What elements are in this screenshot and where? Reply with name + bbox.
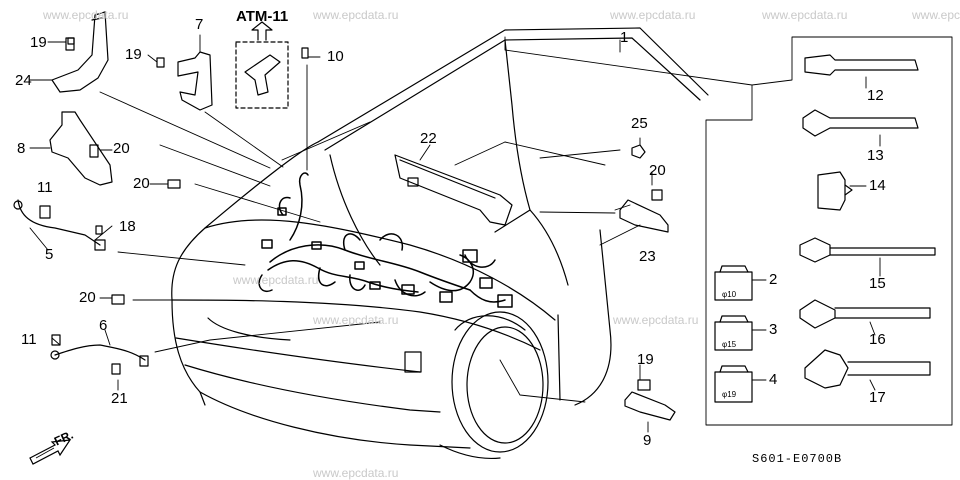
ground-cable-6 [50, 334, 149, 375]
callout-16: 16 [869, 331, 886, 348]
callout-6: 6 [99, 317, 108, 334]
callout-11b: 11 [21, 331, 37, 348]
front-arrow-icon [29, 439, 72, 465]
ground-cable-5 [13, 199, 106, 251]
callout-21: 21 [111, 390, 128, 407]
clip-16 [799, 299, 931, 329]
callout-22: 22 [420, 130, 437, 147]
watermark: www.epcdata.ru [313, 8, 399, 22]
callout-11a: 11 [37, 179, 53, 196]
callout-8: 8 [17, 140, 26, 157]
nut-25 [631, 144, 646, 159]
callout-19b: 19 [125, 46, 142, 63]
callout-7: 7 [195, 16, 204, 33]
callout-19c: 19 [637, 351, 654, 368]
watermark: www.epcdata.ru [610, 8, 696, 22]
callout-20b: 20 [133, 175, 150, 192]
watermark: www.epcdata.ru [233, 273, 319, 287]
atm-reference-box [235, 21, 289, 109]
watermark: www.epcdata.ru [762, 8, 848, 22]
clip-15 [799, 237, 936, 263]
watermark: www.epcdata.ru [313, 466, 399, 480]
bracket-24 [51, 11, 109, 93]
clip-13 [802, 109, 919, 137]
bracket-7 [156, 51, 213, 111]
watermark: www.epcdata.ru [313, 313, 399, 327]
callout-20a: 20 [113, 140, 130, 157]
clip-3 [714, 315, 753, 351]
clip-2-mark: φ10 [722, 290, 737, 299]
callout-15: 15 [869, 275, 886, 292]
clip-4 [714, 365, 753, 403]
callout-12: 12 [867, 87, 884, 104]
callout-4: 4 [769, 371, 778, 388]
callout-24: 24 [15, 72, 32, 89]
clip-4-mark: φ19 [722, 390, 737, 399]
clip-17 [804, 349, 931, 389]
callout-19a: 19 [30, 34, 47, 51]
callout-23: 23 [639, 248, 656, 265]
callout-9: 9 [643, 432, 652, 449]
diagram-code: S601-E0700B [752, 452, 843, 466]
callout-25: 25 [631, 115, 648, 132]
callout-14: 14 [869, 177, 886, 194]
clip-14 [817, 171, 853, 211]
engine-wire-harness [258, 172, 513, 308]
callout-20c: 20 [79, 289, 96, 306]
atm-reference-label: ATM-11 [236, 8, 289, 25]
clip-3-mark: φ15 [722, 340, 737, 349]
bracket-23 [619, 189, 669, 233]
car-body [171, 27, 709, 460]
callout-17: 17 [869, 389, 886, 406]
callout-18: 18 [119, 218, 136, 235]
callout-leaders [29, 34, 881, 433]
bracket-22 [394, 154, 513, 226]
callout-3: 3 [769, 321, 778, 338]
bracket-8 [49, 111, 113, 186]
clip-2 [714, 265, 753, 301]
callout-5: 5 [45, 246, 54, 263]
callout-10: 10 [327, 48, 344, 65]
bracket-9 [624, 379, 676, 421]
watermark: www.epcdata.ru [43, 8, 129, 22]
callout-20d: 20 [649, 162, 666, 179]
callout-13: 13 [867, 147, 884, 164]
callout-2: 2 [769, 271, 778, 288]
bolts [67, 37, 309, 305]
watermark: www.epcdata.ru [613, 313, 699, 327]
clip-12 [804, 54, 919, 76]
watermark: www.epc [912, 8, 960, 22]
callout-1: 1 [620, 29, 629, 46]
leader-lines [99, 36, 953, 426]
